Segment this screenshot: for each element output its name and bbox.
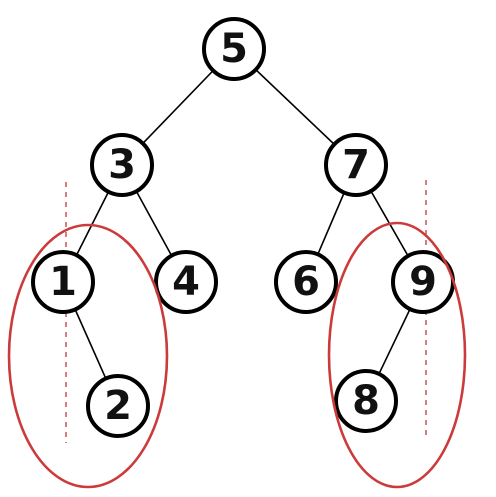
- tree-node-6: 6: [274, 250, 338, 314]
- node-label-8: 8: [352, 378, 380, 424]
- node-label-5: 5: [220, 26, 248, 72]
- node-label-9: 9: [409, 259, 437, 305]
- node-label-2: 2: [104, 383, 132, 429]
- tree-node-8: 8: [334, 369, 398, 433]
- right-subtree-highlight-ellipse: [327, 221, 467, 489]
- node-label-6: 6: [292, 259, 320, 305]
- tree-node-2: 2: [86, 374, 150, 438]
- tree-edges: [62, 48, 424, 407]
- tree-node-5: 5: [202, 17, 266, 81]
- tree-node-3: 3: [90, 133, 154, 197]
- tree-nodes: 5 3 7 1 4 6 9 2: [31, 17, 455, 438]
- node-label-7: 7: [342, 142, 370, 188]
- tree-node-1: 1: [31, 250, 95, 314]
- subtree-highlights: [7, 221, 467, 489]
- node-label-3: 3: [108, 142, 136, 188]
- tree-node-4: 4: [154, 250, 218, 314]
- node-label-4: 4: [172, 259, 200, 305]
- left-subtree-highlight-ellipse: [7, 223, 169, 489]
- tree-node-7: 7: [324, 133, 388, 197]
- node-label-1: 1: [49, 259, 77, 305]
